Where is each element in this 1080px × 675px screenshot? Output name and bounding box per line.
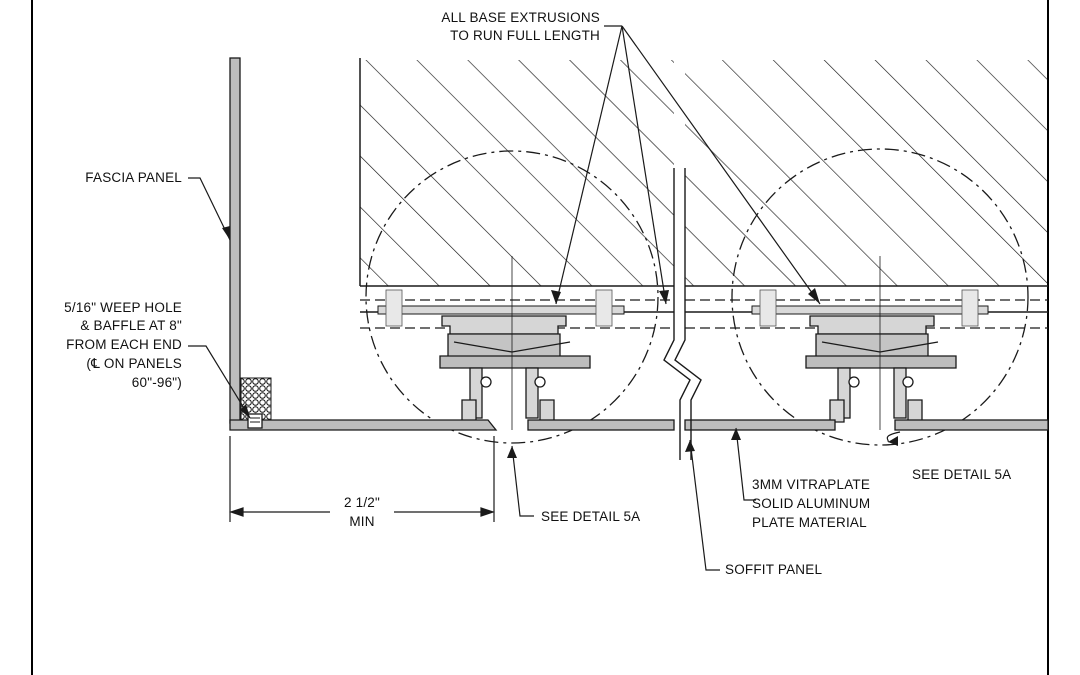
see-detail-left-label: SEE DETAIL 5A — [541, 509, 640, 524]
dimension-min-label: MIN — [349, 514, 374, 529]
fasteners — [385, 289, 979, 327]
drawing-frame — [31, 0, 1049, 675]
extrusion-assembly-right — [805, 256, 957, 430]
vitraplate-label-line2: SOLID ALUMINUM — [752, 496, 870, 511]
weep-label-line4: (℄ ON PANELS — [86, 356, 182, 371]
vitraplate-label-line3: PLATE MATERIAL — [752, 515, 867, 530]
extrusion-assembly-left — [439, 256, 591, 430]
weep-label-line5: 60"-96") — [132, 375, 182, 390]
break-line — [663, 168, 702, 460]
soffit-panels — [229, 419, 1049, 431]
base-extrusion-rails — [360, 285, 1048, 329]
detail-callout-circles — [365, 148, 1029, 446]
vitraplate-label-line1: 3MM VITRAPLATE — [752, 477, 870, 492]
fascia-panel-label: FASCIA PANEL — [85, 170, 182, 185]
fascia-panel — [229, 57, 241, 424]
all-base-extrusions-label-line2: TO RUN FULL LENGTH — [450, 28, 600, 43]
leader-lines — [188, 25, 901, 571]
dimension-value-label: 2 1/2" — [344, 495, 380, 510]
substrate-hatch — [359, 58, 1047, 286]
arrowheads — [222, 226, 898, 458]
weep-label-line2: & BAFFLE AT 8" — [80, 318, 182, 333]
see-detail-right-label: SEE DETAIL 5A — [912, 467, 1011, 482]
weep-label-line1: 5/16" WEEP HOLE — [64, 300, 182, 315]
all-base-extrusions-label-line1: ALL BASE EXTRUSIONS — [441, 10, 600, 25]
dimension-2-1-2 — [229, 436, 495, 522]
weep-baffle — [240, 377, 272, 429]
soffit-panel-label: SOFFIT PANEL — [725, 562, 822, 577]
weep-label-line3: FROM EACH END — [66, 337, 182, 352]
